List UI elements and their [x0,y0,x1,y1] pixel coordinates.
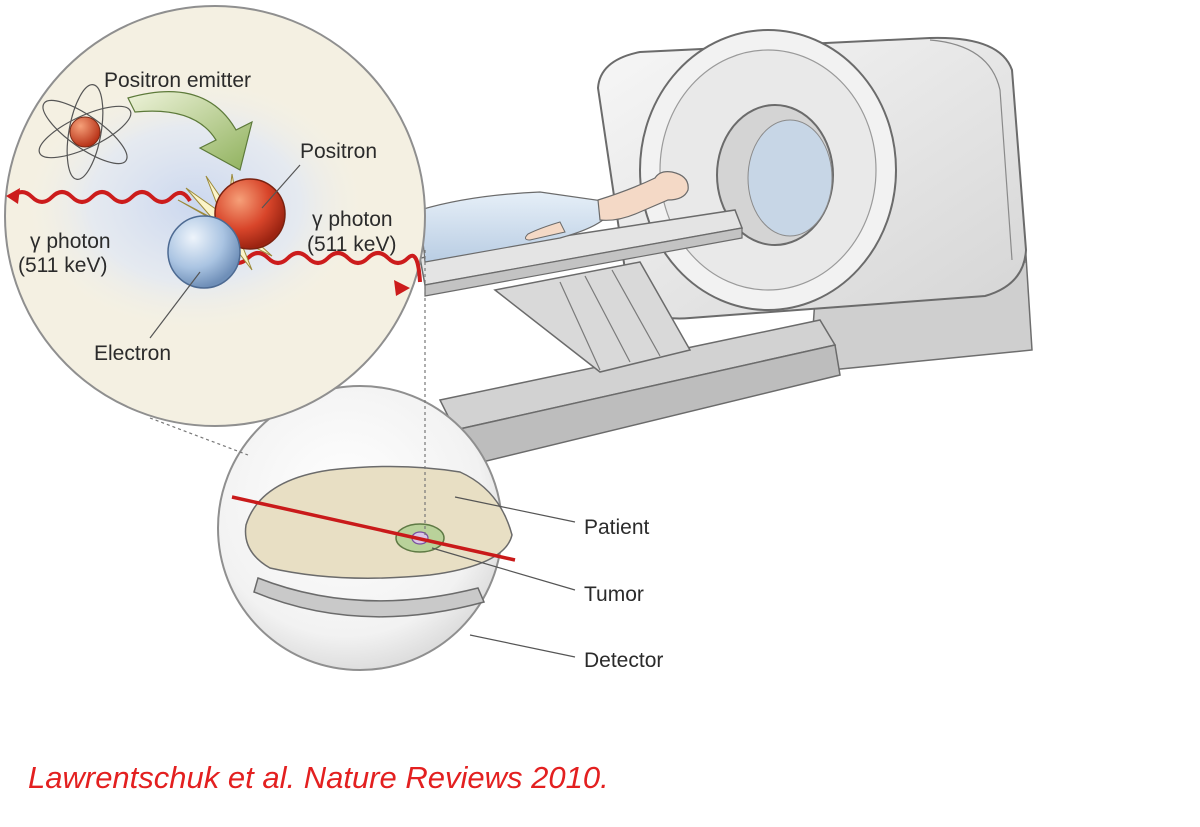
label-gamma-right-line1: γ photon [312,208,393,231]
label-patient: Patient [584,516,650,539]
label-gamma-right-line2: (511 keV) [307,233,397,256]
annihilation-zoom: Positron emitter Positron γ photon (511 … [4,5,426,427]
patient-slice [244,465,513,579]
slice-magnifier [217,385,516,671]
electron-particle [167,215,241,289]
gamma-wave-left [10,190,192,204]
curved-arrow-icon [127,91,253,171]
slice-labels: Patient Tumor Detector [431,496,663,672]
label-detector: Detector [584,649,663,672]
citation-caption: Lawrentschuk et al. Nature Reviews 2010. [28,760,609,795]
label-positron: Positron [300,140,377,163]
leader-lines [149,164,301,339]
label-electron: Electron [94,342,171,365]
label-tumor: Tumor [584,583,644,606]
patient-bed [419,171,841,466]
line-of-response [231,495,516,562]
label-gamma-left-line1: γ photon [30,230,111,253]
gamma-wave-right [226,251,422,283]
label-positron-emitter: Positron emitter [104,69,251,92]
atom-icon [38,84,132,180]
label-gamma-left-line2: (511 keV) [18,254,108,277]
detector-ring [253,577,486,618]
